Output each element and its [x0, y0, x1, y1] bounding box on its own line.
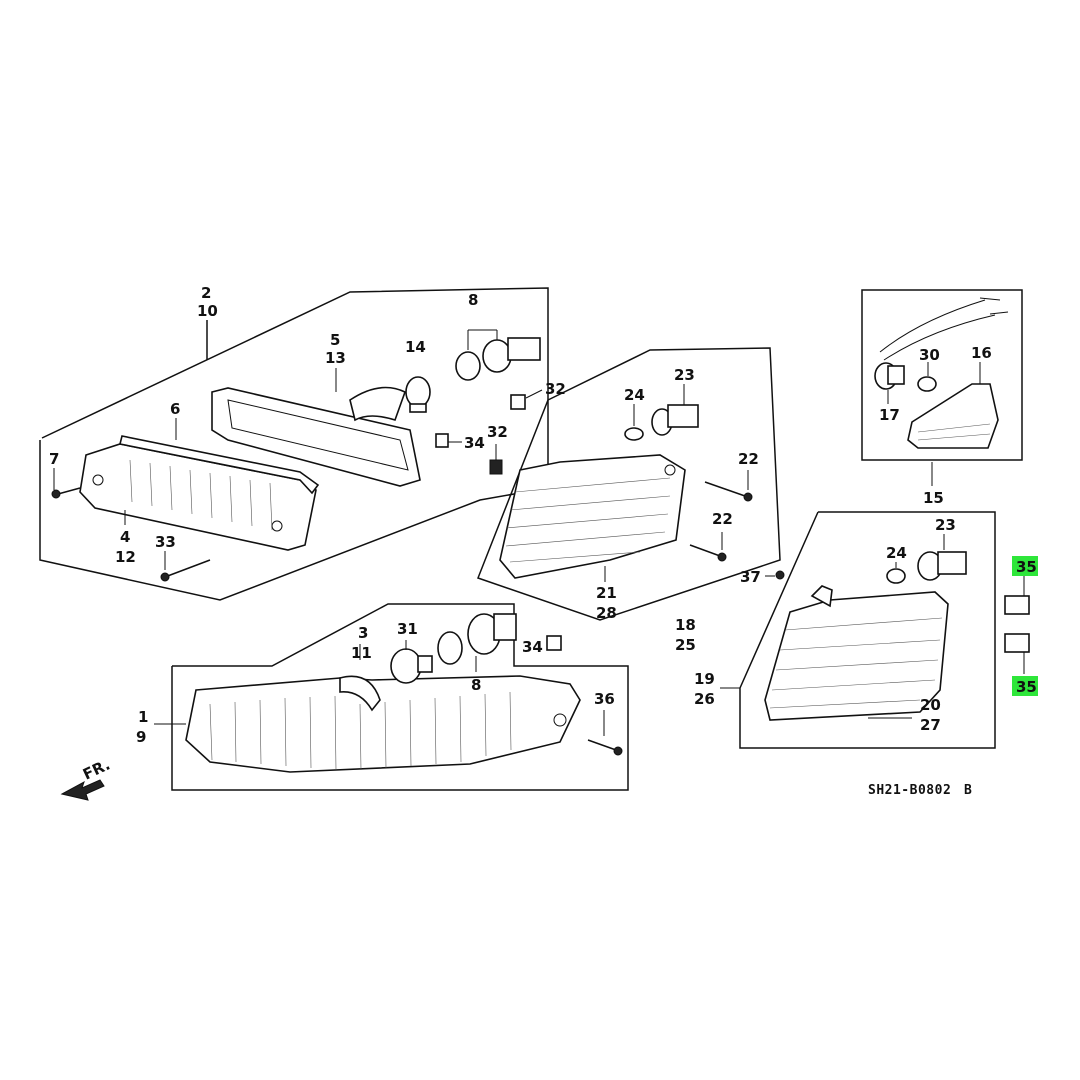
- label-1: 1: [138, 708, 148, 726]
- label-10: 10: [197, 302, 218, 320]
- clip-32-a: [510, 389, 543, 410]
- label-35-b: 35: [1016, 678, 1037, 696]
- label-30: 30: [919, 346, 940, 364]
- screw-33: [160, 559, 211, 582]
- label-22-a: 22: [738, 450, 759, 468]
- label-20: 20: [920, 696, 941, 714]
- bulb-14: [405, 376, 431, 413]
- clip-35-a: [1004, 595, 1030, 615]
- label-16: 16: [971, 344, 992, 362]
- group-outline-middle: [477, 347, 781, 621]
- label-5: 5: [330, 331, 340, 349]
- screw-36: [587, 710, 623, 756]
- screw-37: [765, 570, 785, 580]
- label-32-a: 32: [545, 380, 566, 398]
- label-34-a: 34: [464, 434, 485, 452]
- socket-23-b: [917, 534, 967, 581]
- label-23-a: 23: [674, 366, 695, 384]
- highlight-35-a: [1012, 556, 1038, 576]
- bulb-30: [917, 362, 937, 392]
- label-18: 18: [675, 616, 696, 634]
- housing-frame: [211, 387, 421, 487]
- label-2: 2: [201, 284, 211, 302]
- turn-signal-lens: [185, 675, 581, 773]
- label-28: 28: [596, 604, 617, 622]
- label-24-a: 24: [624, 386, 645, 404]
- label-9: 9: [136, 728, 146, 746]
- label-26: 26: [694, 690, 715, 708]
- screw-22-a: [704, 470, 753, 502]
- screw-7: [51, 487, 81, 499]
- label-17: 17: [879, 406, 900, 424]
- group-outline-side-marker: [861, 289, 1023, 461]
- diagram-code-suffix: B: [964, 783, 972, 798]
- socket-8-top: [455, 329, 541, 381]
- clip-35-pair: [1004, 574, 1030, 674]
- label-23-b: 23: [935, 516, 956, 534]
- label-33: 33: [155, 533, 176, 551]
- label-24-b: 24: [886, 544, 907, 562]
- label-12: 12: [115, 548, 136, 566]
- screw-22-b: [689, 532, 727, 562]
- label-15: 15: [923, 489, 944, 507]
- diagram-code: SH21-B0802: [868, 783, 951, 798]
- group-front-turn-signal: [154, 603, 629, 791]
- group-outline-right: [739, 511, 996, 749]
- socket-8-bottom: [437, 613, 517, 672]
- front-direction-arrow: [60, 779, 105, 801]
- nut-32-b: [489, 444, 503, 475]
- reflector-shell: [349, 386, 406, 422]
- label-34-b: 34: [522, 638, 543, 656]
- label-27: 27: [920, 716, 941, 734]
- group-corner-light-right: [720, 511, 996, 749]
- label-35-a: 35: [1016, 558, 1037, 576]
- bulb-31: [390, 640, 433, 684]
- label-22-b: 22: [712, 510, 733, 528]
- label-6: 6: [170, 400, 180, 418]
- label-4: 4: [120, 528, 130, 546]
- label-19: 19: [694, 670, 715, 688]
- corner-lens: [499, 454, 686, 579]
- bulb-24-b: [886, 562, 906, 584]
- label-8-bottom: 8: [471, 676, 481, 694]
- nut-34-a: [435, 433, 462, 448]
- label-13: 13: [325, 349, 346, 367]
- highlight-35-b: [1012, 676, 1038, 696]
- label-25: 25: [675, 636, 696, 654]
- group-side-marker: [861, 289, 1023, 486]
- callout-labels: 2 10 8 5 13 14 6 7 4 12 33 32 34 32 24 2…: [49, 284, 1038, 798]
- group-front-bumper-light: [39, 287, 549, 601]
- label-7: 7: [49, 450, 59, 468]
- clip-35-b: [1004, 633, 1030, 653]
- nut-34-b: [546, 635, 562, 651]
- bulb-24-a: [624, 404, 644, 441]
- socket-17: [874, 362, 905, 404]
- label-36: 36: [594, 690, 615, 708]
- label-37: 37: [740, 568, 761, 586]
- label-3: 3: [358, 624, 368, 642]
- label-32-b: 32: [487, 423, 508, 441]
- direction-label: FR.: [80, 756, 113, 784]
- corner-lens-right: [764, 591, 949, 721]
- label-8-top: 8: [468, 291, 478, 309]
- label-21: 21: [596, 584, 617, 602]
- label-31: 31: [397, 620, 418, 638]
- label-11: 11: [351, 644, 372, 662]
- group-outline-bottom: [171, 603, 629, 791]
- group-corner-light: [477, 347, 785, 621]
- label-14: 14: [405, 338, 426, 356]
- socket-23-a: [651, 384, 699, 436]
- side-marker-lens: [907, 383, 999, 449]
